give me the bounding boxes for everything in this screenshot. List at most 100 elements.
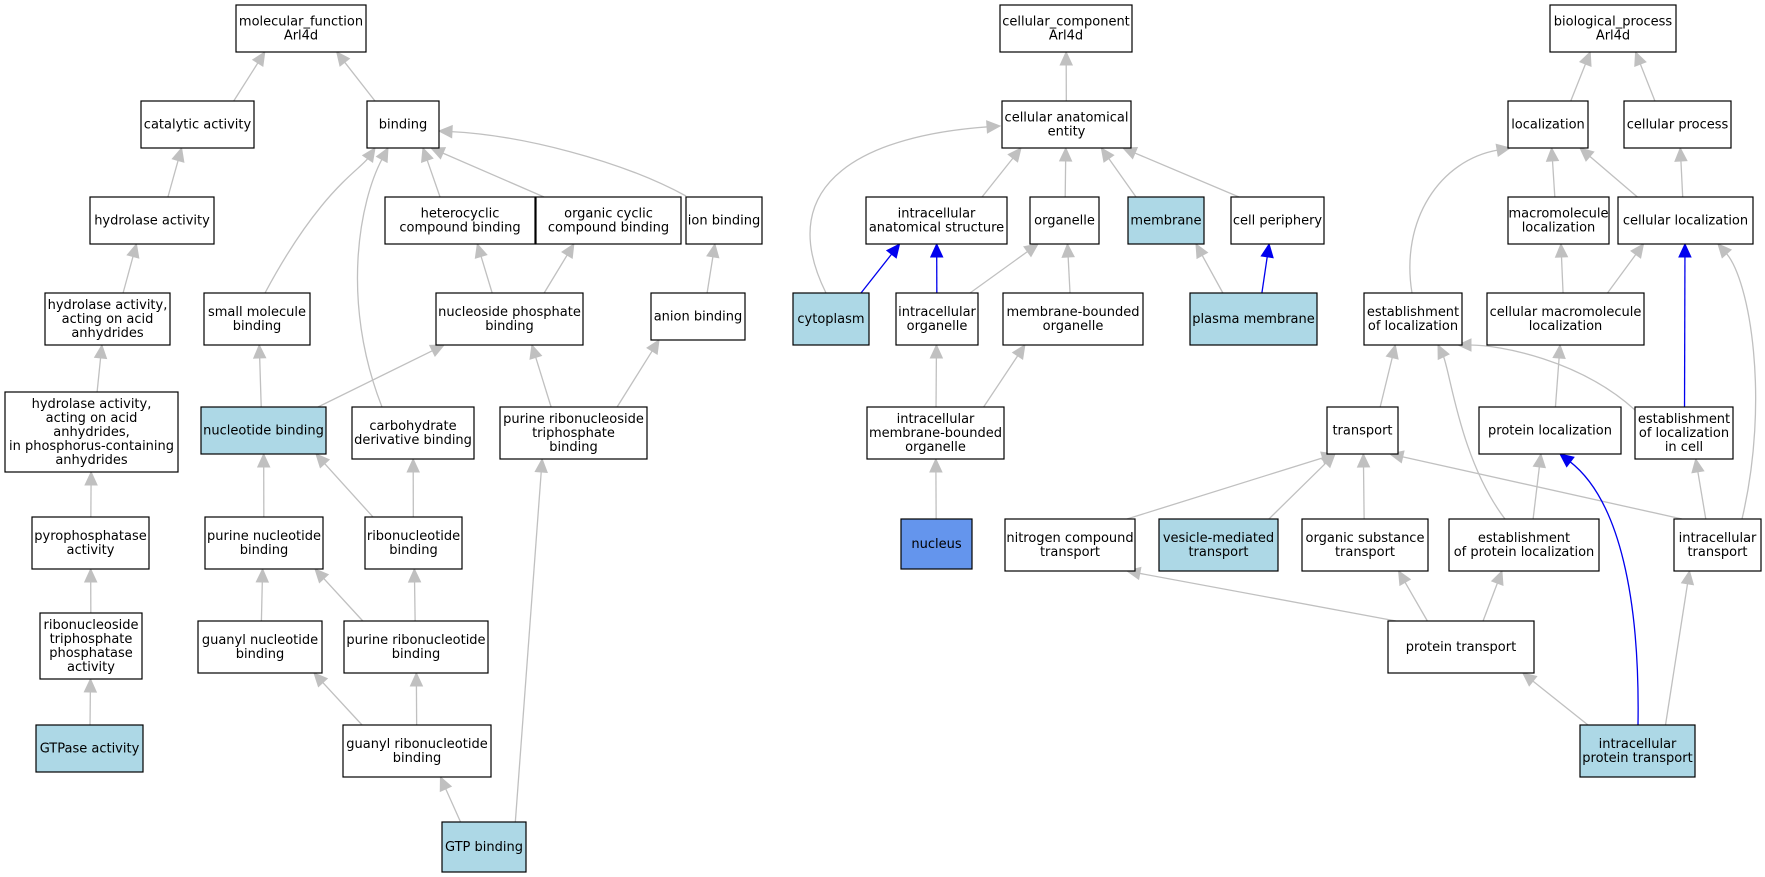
node-box[interactable] xyxy=(364,516,463,570)
node-box[interactable] xyxy=(366,100,440,149)
go-term-node-gtpbind[interactable]: GTP binding xyxy=(441,821,527,873)
node-box[interactable] xyxy=(44,292,171,346)
go-term-node-loc[interactable]: localization xyxy=(1507,100,1589,149)
go-term-node-nucleus[interactable]: nucleus xyxy=(900,518,973,570)
node-box[interactable] xyxy=(1448,518,1600,572)
node-box[interactable] xyxy=(1004,518,1136,572)
go-term-node-protloc[interactable]: protein localization xyxy=(1478,406,1622,455)
node-box[interactable] xyxy=(31,516,150,570)
node-box[interactable] xyxy=(1363,292,1463,346)
go-term-node-nucbind[interactable]: nucleotide binding xyxy=(200,406,327,455)
node-box[interactable] xyxy=(384,196,536,245)
node-box[interactable] xyxy=(499,406,648,460)
node-box[interactable] xyxy=(1617,196,1754,245)
go-term-node-organelle[interactable]: organelle xyxy=(1029,196,1100,245)
node-box[interactable] xyxy=(441,821,527,873)
node-box[interactable] xyxy=(35,724,144,773)
go-term-node-prottrans[interactable]: protein transport xyxy=(1387,620,1535,674)
go-term-node-bind[interactable]: binding xyxy=(366,100,440,149)
node-box[interactable] xyxy=(792,292,870,346)
node-box[interactable] xyxy=(895,292,979,346)
go-term-node-anion[interactable]: anion binding xyxy=(650,292,746,341)
go-term-node-membrane[interactable]: membrane xyxy=(1127,196,1205,245)
node-box[interactable] xyxy=(1029,196,1100,245)
node-box[interactable] xyxy=(1478,406,1622,455)
node-box[interactable] xyxy=(1486,292,1645,346)
node-box[interactable] xyxy=(535,196,682,245)
go-term-node-hydphos[interactable]: hydrolase activity,acting on acidanhydri… xyxy=(4,391,179,473)
node-box[interactable] xyxy=(1387,620,1535,674)
node-box[interactable] xyxy=(1301,518,1429,572)
node-box[interactable] xyxy=(1127,196,1205,245)
node-box[interactable] xyxy=(1507,196,1610,245)
node-box[interactable] xyxy=(204,516,324,570)
node-box[interactable] xyxy=(1549,4,1677,53)
node-box[interactable] xyxy=(343,620,489,674)
node-box[interactable] xyxy=(1189,292,1318,346)
go-term-node-pm[interactable]: plasma membrane xyxy=(1189,292,1318,346)
node-box[interactable] xyxy=(342,724,492,778)
node-box[interactable] xyxy=(650,292,746,341)
node-box[interactable] xyxy=(1002,292,1144,346)
node-box[interactable] xyxy=(89,196,215,245)
node-box[interactable] xyxy=(39,612,143,680)
node-box[interactable] xyxy=(865,196,1008,245)
go-term-node-cproc[interactable]: cellular process xyxy=(1623,100,1732,149)
node-box[interactable] xyxy=(1634,406,1734,460)
node-box[interactable] xyxy=(197,620,323,674)
node-box[interactable] xyxy=(1326,406,1399,455)
go-term-node-transport[interactable]: transport xyxy=(1326,406,1399,455)
node-box[interactable] xyxy=(866,406,1005,460)
node-box[interactable] xyxy=(1001,100,1132,149)
go-term-node-cat[interactable]: catalytic activity xyxy=(140,100,255,149)
node-box[interactable] xyxy=(1673,518,1762,572)
node-box[interactable] xyxy=(900,518,973,570)
go-term-node-cyto[interactable]: cytoplasm xyxy=(792,292,870,346)
node-box[interactable] xyxy=(1507,100,1589,149)
node-box[interactable] xyxy=(435,292,584,346)
go-term-node-hyd[interactable]: hydrolase activity xyxy=(89,196,215,245)
node-box[interactable] xyxy=(999,4,1133,53)
go-term-node-rntp[interactable]: ribonucleosidetriphosphatephosphataseact… xyxy=(39,612,143,680)
node-box[interactable] xyxy=(1230,196,1325,245)
node-box[interactable] xyxy=(140,100,255,149)
node-box[interactable] xyxy=(200,406,327,455)
node-box[interactable] xyxy=(203,292,311,346)
node-box[interactable] xyxy=(685,196,763,245)
go-term-node-hydanh[interactable]: hydrolase activity,acting on acidanhydri… xyxy=(44,292,171,346)
node-box[interactable] xyxy=(235,4,367,53)
node-box[interactable] xyxy=(4,391,179,473)
go-term-node-ion[interactable]: ion binding xyxy=(685,196,763,245)
node-box[interactable] xyxy=(1158,518,1279,572)
